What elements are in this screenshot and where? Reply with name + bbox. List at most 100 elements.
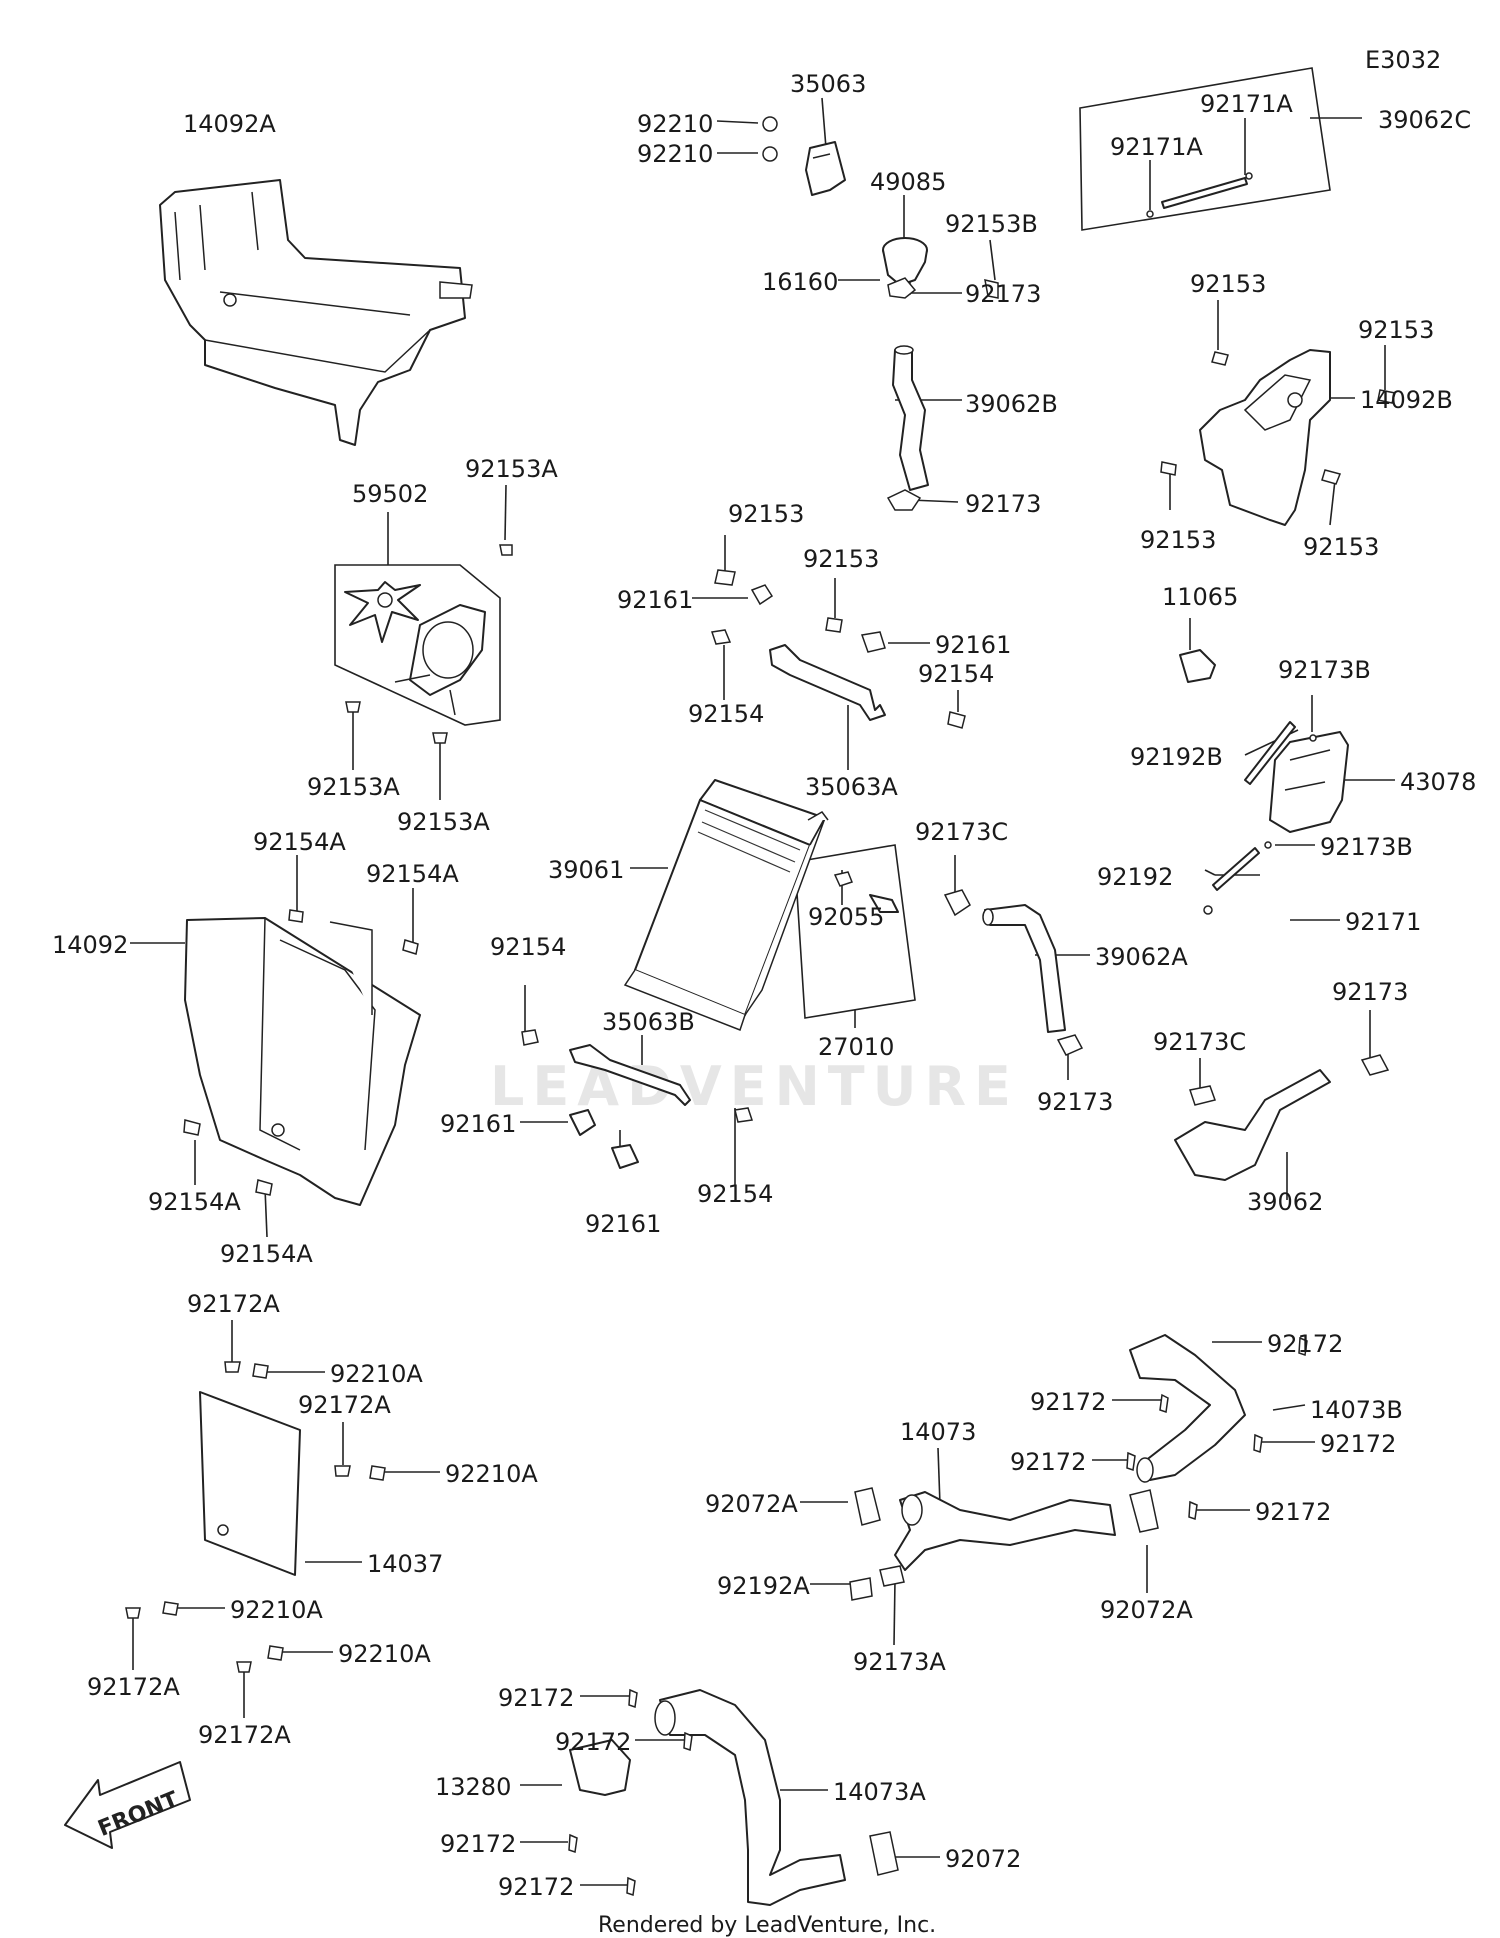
part-39062C-tube [1146,172,1253,218]
label-92192B: 92192B [1130,743,1223,771]
part-39062-hose [1174,1054,1390,1181]
label-92153B: 92153B [945,210,1038,238]
part-35063-bracket [762,116,846,196]
label-14092: 14092 [52,931,128,959]
watermark-text: LEADVENTURE [490,1055,1019,1118]
label-39062: 39062 [1247,1188,1323,1216]
label-92161: 92161 [617,586,693,614]
label-92172: 92172 [1030,1388,1106,1416]
part-59502-fan [344,544,513,744]
label-92210A: 92210A [338,1640,431,1668]
label-92210: 92210 [637,140,713,168]
label-92171A: 92171A [1110,133,1203,161]
part-14073A-duct [568,1688,899,1906]
part-14073B-duct [1126,1334,1308,1520]
label-92210: 92210 [637,110,713,138]
label-92154: 92154 [688,700,764,728]
label-92171A: 92171A [1200,90,1293,118]
label-92154A: 92154A [253,828,346,856]
label-92154: 92154 [490,933,566,961]
label-92154A: 92154A [220,1240,313,1268]
label-14092A: 14092A [183,110,276,138]
label-92172: 92172 [555,1728,631,1756]
label-92210A: 92210A [330,1360,423,1388]
label-14073: 14073 [900,1418,976,1446]
label-92172A: 92172A [87,1673,180,1701]
label-14073B: 14073B [1310,1396,1403,1424]
fasteners-middle [711,569,966,729]
label-39062A: 39062A [1095,943,1188,971]
label-92153A: 92153A [397,808,490,836]
label-92172: 92172 [440,1830,516,1858]
part-14092A-shroud [159,179,473,446]
label-35063B: 35063B [602,1008,695,1036]
label-92173A: 92173A [853,1648,946,1676]
label-39062B: 39062B [965,390,1058,418]
label-92154A: 92154A [148,1188,241,1216]
label-92154: 92154 [918,660,994,688]
label-92153: 92153 [1303,533,1379,561]
label-92153A: 92153A [307,773,400,801]
part-35063B-bracket [521,1029,753,1169]
label-11065: 11065 [1162,583,1238,611]
part-14037-deflector [125,1361,386,1673]
label-92153: 92153 [1358,316,1434,344]
label-92153: 92153 [728,500,804,528]
label-92154: 92154 [697,1180,773,1208]
front-arrow: FRONT [64,1761,191,1849]
part-39061-radiator [623,779,829,1031]
label-92072A: 92072A [1100,1596,1193,1624]
label-92173B: 92173B [1278,656,1371,684]
label-92172: 92172 [1320,1430,1396,1458]
label-92154A: 92154A [366,860,459,888]
label-92172: 92172 [1267,1330,1343,1358]
label-92173: 92173 [1332,978,1408,1006]
label-92172: 92172 [1010,1448,1086,1476]
label-35063A: 35063A [805,773,898,801]
label-92153: 92153 [1140,526,1216,554]
label-92173C: 92173C [915,818,1008,846]
part-43078-reservoir [1203,721,1349,915]
label-43078: 43078 [1400,768,1476,796]
label-59502: 59502 [352,480,428,508]
label-92072: 92072 [945,1845,1021,1873]
label-92153A: 92153A [465,455,558,483]
label-92172A: 92172A [298,1391,391,1419]
box-59502 [334,564,501,726]
label-49085: 49085 [870,168,946,196]
part-39062B-hose [886,277,929,511]
label-13280: 13280 [435,1773,511,1801]
label-92210A: 92210A [230,1596,323,1624]
label-92172A: 92172A [198,1721,291,1749]
label-92173: 92173 [1037,1088,1113,1116]
label-92173: 92173 [965,490,1041,518]
part-14092-shroud [183,909,421,1206]
label-92072A: 92072A [705,1490,798,1518]
label-14073A: 14073A [833,1778,926,1806]
part-14092B-shroud [1160,349,1396,526]
label-92161: 92161 [440,1110,516,1138]
label-35063: 35063 [790,70,866,98]
part-14073-duct [849,1487,1159,1601]
label-92172: 92172 [498,1873,574,1901]
label-92192: 92192 [1097,863,1173,891]
part-35063A-bracket [769,644,886,721]
label-92153: 92153 [803,545,879,573]
part-27010-sensor [833,871,899,913]
label-92153: 92153 [1190,270,1266,298]
footer-credit: Rendered by LeadVenture, Inc. [598,1913,936,1938]
label-14037: 14037 [367,1550,443,1578]
label-92161: 92161 [935,631,1011,659]
label-27010: 27010 [818,1033,894,1061]
label-92173B: 92173B [1320,833,1413,861]
box-39062C [1079,67,1331,231]
label-92171: 92171 [1345,908,1421,936]
label-16160: 16160 [762,268,838,296]
label-92210A: 92210A [445,1460,538,1488]
label-92172: 92172 [1255,1498,1331,1526]
box-27010 [794,844,916,1019]
part-11065-cap [1179,649,1216,683]
label-92161: 92161 [585,1210,661,1238]
label-39062C: 39062C [1378,106,1471,134]
